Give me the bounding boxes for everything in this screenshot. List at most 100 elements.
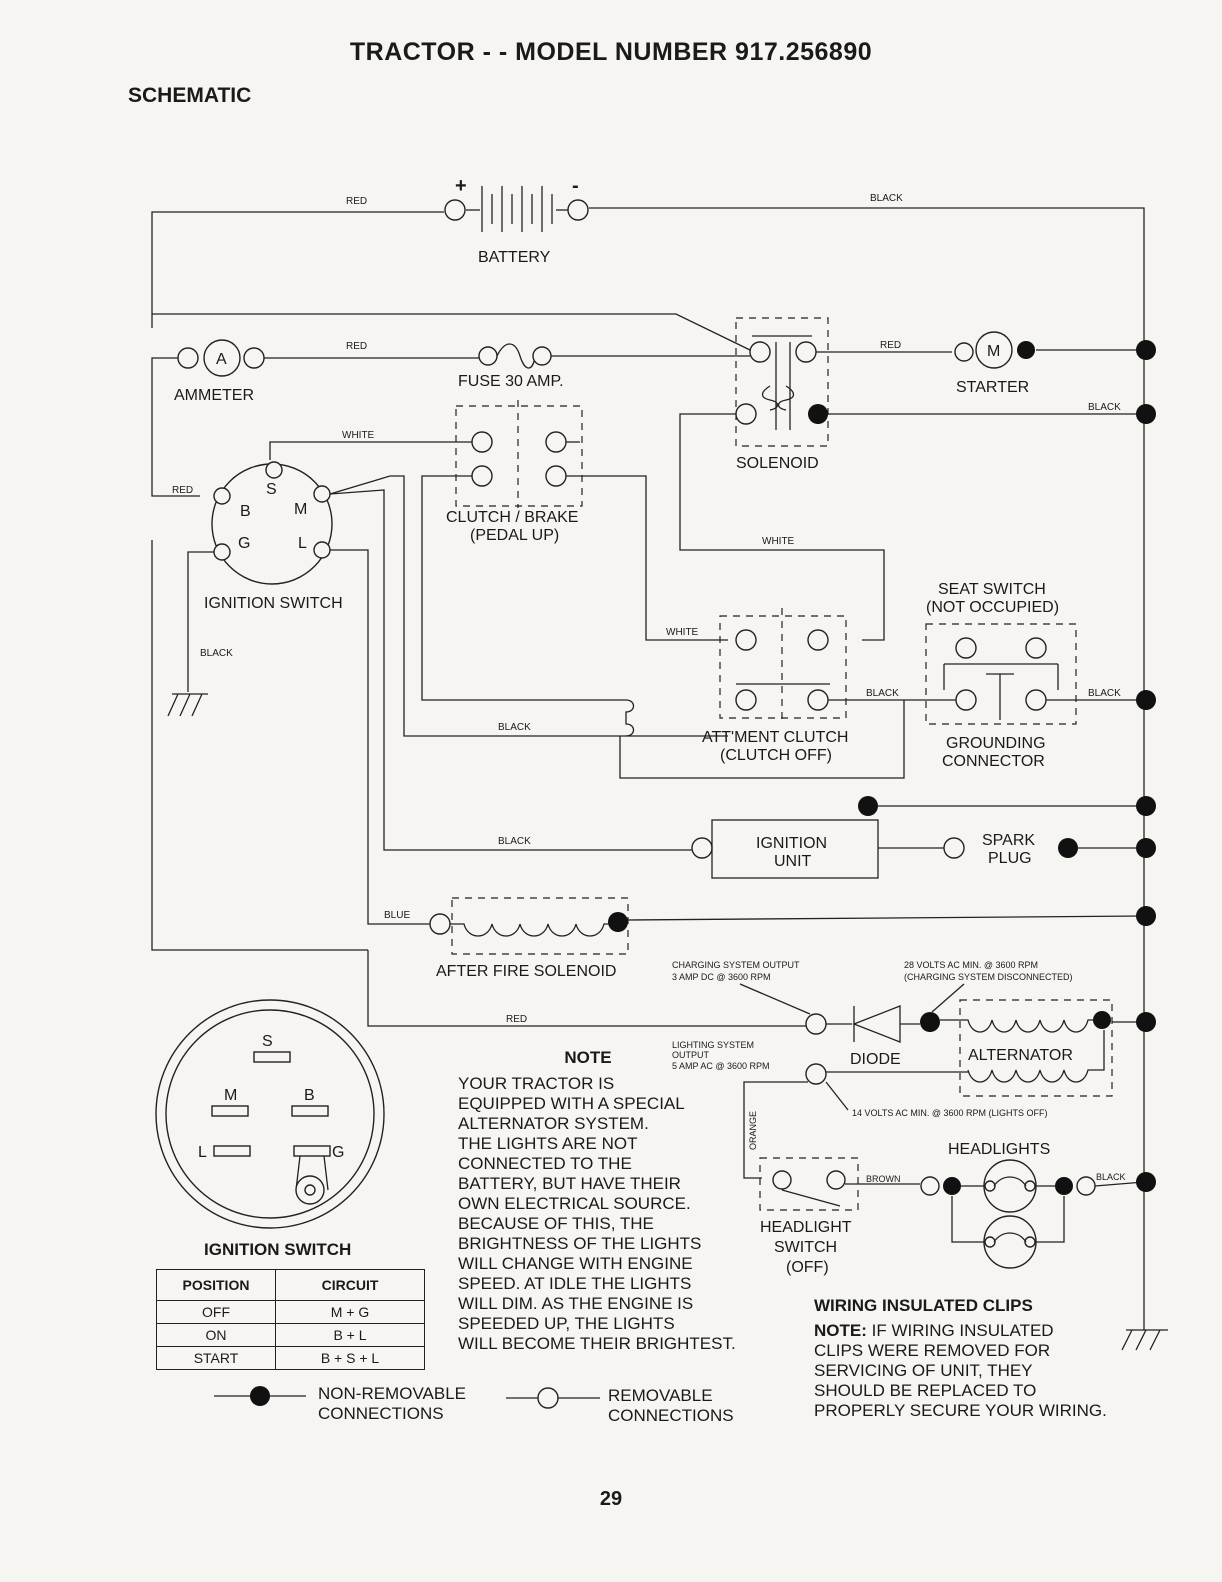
ign-term-m: M	[294, 501, 307, 518]
ammeter-symbol: A	[216, 351, 227, 368]
spark-plug-label-2: PLUG	[988, 850, 1032, 867]
spark-plug-label-1: SPARK	[982, 832, 1035, 849]
headlight-switch: HEADLIGHT SWITCH (OFF) BROWN	[759, 1157, 920, 1276]
fuse: FUSE 30 AMP.	[458, 343, 750, 390]
table-cell-circuit: M + G	[275, 1300, 425, 1324]
wire-label-black-attment: BLACK	[498, 722, 531, 733]
annotation-charging-2: 3 AMP DC @ 3600 RPM	[672, 972, 771, 982]
legend-non-removable: NON-REMOVABLE CONNECTIONS	[318, 1384, 466, 1423]
ignition-switch-label: IGNITION SWITCH	[204, 595, 343, 612]
wire-label-black-ignunit: BLACK	[498, 836, 531, 847]
ammeter-label: AMMETER	[174, 387, 254, 404]
table-cell-position: OFF	[156, 1300, 276, 1324]
after-fire-label: AFTER FIRE SOLENOID	[436, 963, 616, 980]
table-cell-circuit: B + S + L	[275, 1346, 425, 1370]
wire-label-white-solenoid: WHITE	[762, 536, 795, 547]
table-cell-position: ON	[156, 1323, 276, 1347]
alternator-note: NOTE YOUR TRACTOR IS EQUIPPED WITH A SPE…	[458, 1048, 798, 1354]
clips-note-text: IF WIRING INSULATED CLIPS WERE REMOVED F…	[814, 1321, 1107, 1420]
ignition-unit-label-1: IGNITION	[756, 835, 827, 852]
ignition-unit-label-2: UNIT	[774, 853, 812, 870]
ign-term-b: B	[240, 503, 251, 520]
battery: + - BATTERY RED BLACK	[151, 175, 1145, 1330]
annotation-lighting-3: 5 AMP AC @ 3600 RPM	[672, 1061, 770, 1071]
headlight-switch-label-1: HEADLIGHT	[760, 1219, 852, 1236]
starter-symbol: M	[987, 343, 1000, 360]
wire-label-black-ground: BLACK	[200, 648, 233, 659]
clutch-brake-label-1: CLUTCH / BRAKE	[446, 509, 578, 526]
wire-label-black-battery: BLACK	[870, 193, 903, 204]
ignition-circuit-table: POSITION CIRCUIT OFF M + G ON B + L STAR…	[156, 1269, 425, 1370]
headlights-label: HEADLIGHTS	[948, 1141, 1050, 1158]
battery-minus: -	[572, 175, 579, 197]
after-fire-solenoid: BLUE AFTER FIRE SOLENOID	[384, 897, 1156, 980]
table-header-position: POSITION	[156, 1269, 276, 1301]
attment-clutch-label-2: (CLUTCH OFF)	[720, 747, 832, 764]
ign-term-l: L	[298, 535, 307, 552]
fuse-label: FUSE 30 AMP.	[458, 373, 564, 390]
connector-l: L	[198, 1144, 207, 1161]
wire-label-blue: BLUE	[384, 910, 410, 921]
wire-label-red-ammeter: RED	[346, 341, 367, 352]
section-title: SCHEMATIC	[128, 84, 252, 107]
table-row: OFF M + G	[156, 1300, 425, 1324]
wire-label-red-battery: RED	[346, 196, 367, 207]
wiring-clips-note: WIRING INSULATED CLIPS NOTE: IF WIRING I…	[814, 1296, 1194, 1421]
starter-label: STARTER	[956, 379, 1029, 396]
connector-b: B	[304, 1087, 315, 1104]
battery-plus: +	[455, 175, 467, 197]
clips-body: NOTE: IF WIRING INSULATED CLIPS WERE REM…	[814, 1321, 1194, 1421]
seat-switch-label-1: SEAT SWITCH	[938, 581, 1046, 598]
wire-label-black-seat-ground: BLACK	[1088, 688, 1121, 699]
alternator-label: ALTERNATOR	[968, 1047, 1073, 1064]
table-cell-position: START	[156, 1346, 276, 1370]
grounding-label-1: GROUNDING	[946, 735, 1046, 752]
headlights: HEADLIGHTS BLACK	[920, 1141, 1156, 1269]
seat-switch: SEAT SWITCH (NOT OCCUPIED) BLACK GROUNDI…	[925, 581, 1156, 770]
ign-term-g: G	[238, 535, 250, 552]
clutch-brake-label-2: (PEDAL UP)	[470, 527, 559, 544]
headlight-switch-label-2: SWITCH	[774, 1239, 837, 1256]
lighting-output: LIGHTING SYSTEM OUTPUT 5 AMP AC @ 3600 R…	[672, 1040, 1048, 1179]
page-number: 29	[599, 1488, 623, 1510]
wire-label-black-solenoid: BLACK	[1088, 402, 1121, 413]
wire-label-black-headlights: BLACK	[1096, 1172, 1126, 1182]
ign-term-s: S	[266, 481, 277, 498]
ignition-table-title: IGNITION SWITCH	[204, 1240, 352, 1259]
legend-symbols	[214, 1386, 600, 1409]
table-cell-circuit: B + L	[275, 1323, 425, 1347]
annotation-28v-2: (CHARGING SYSTEM DISCONNECTED)	[904, 972, 1073, 982]
wire-label-red-diode: RED	[506, 1014, 527, 1025]
legend-removable: REMOVABLE CONNECTIONS	[608, 1386, 734, 1425]
note-body: YOUR TRACTOR IS EQUIPPED WITH A SPECIAL …	[458, 1074, 736, 1353]
wire-label-orange: ORANGE	[748, 1111, 758, 1150]
table-row: START B + S + L	[156, 1346, 425, 1370]
solenoid: SOLENOID RED BLACK WHITE	[679, 317, 1144, 641]
table-header-circuit: CIRCUIT	[275, 1269, 425, 1301]
clips-title: WIRING INSULATED CLIPS	[814, 1296, 1033, 1315]
table-row: ON B + L	[156, 1323, 425, 1347]
seat-switch-label-2: (NOT OCCUPIED)	[926, 599, 1059, 616]
annotation-28v-1: 28 VOLTS AC MIN. @ 3600 RPM	[904, 960, 1038, 970]
wire-label-white-attment: WHITE	[666, 627, 699, 638]
wire-label-brown: BROWN	[866, 1174, 901, 1184]
clutch-brake-switch: CLUTCH / BRAKE (PEDAL UP) WHITE	[269, 400, 728, 701]
solenoid-label: SOLENOID	[736, 455, 819, 472]
page-title: TRACTOR - - MODEL NUMBER 917.256890	[349, 38, 873, 66]
annotation-lighting-1: LIGHTING SYSTEM	[672, 1040, 754, 1050]
starter: M STARTER	[954, 331, 1156, 424]
attachment-clutch-switch: WHITE ATT'MENT CLUTCH (CLUTCH OFF) BLACK	[619, 608, 956, 779]
diode-label: DIODE	[850, 1051, 901, 1068]
clips-note-prefix: NOTE:	[814, 1321, 867, 1340]
wire-label-black-seat: BLACK	[866, 688, 899, 699]
attment-clutch-label-1: ATT'MENT CLUTCH	[702, 729, 848, 746]
ignition-unit: IGNITION UNIT BLACK SPARK PLUG	[498, 796, 1156, 879]
annotation-charging-1: CHARGING SYSTEM OUTPUT	[672, 960, 800, 970]
connector-m: M	[224, 1087, 237, 1104]
wire-label-red-starter: RED	[880, 340, 901, 351]
ignition-switch: S B M G L IGNITION SWITCH BLACK RED	[151, 461, 806, 1027]
headlight-switch-label-3: (OFF)	[786, 1259, 829, 1276]
table-header-row: POSITION CIRCUIT	[156, 1269, 425, 1301]
ignition-connector-view: S M B L G	[155, 999, 385, 1229]
note-title: NOTE	[564, 1048, 612, 1067]
